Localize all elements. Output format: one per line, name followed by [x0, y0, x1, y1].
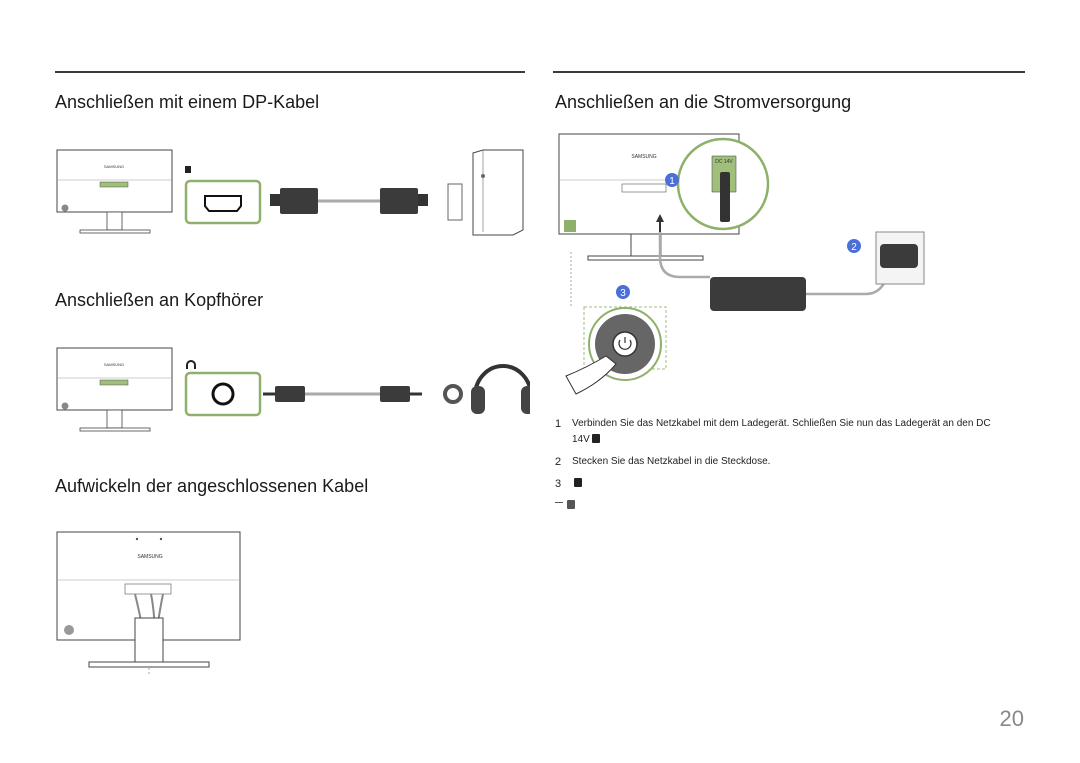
audio-cable-icon	[263, 384, 463, 404]
monitor-brand-text: SAMSUNG	[104, 362, 124, 367]
pc-tower-icon	[447, 149, 524, 236]
monitor-brand-text: SAMSUNG	[631, 154, 656, 160]
step-number: 2	[555, 456, 562, 468]
dp-cable-figure: SAMSUNG	[56, 149, 524, 236]
svg-text:2: 2	[851, 242, 857, 253]
callout-1	[665, 173, 679, 187]
power-heading: Anschließen an die Stromversorgung	[555, 92, 852, 112]
monitor-back-icon: SAMSUNG	[56, 149, 173, 234]
headphone-heading: Anschließen an Kopfhörer	[55, 290, 264, 310]
step-text: Stecken Sie das Netzkabel in die Steckdo…	[572, 456, 771, 467]
dp-cable-icon	[270, 188, 428, 214]
headphone-port-icon	[186, 360, 196, 369]
svg-text:1: 1	[669, 176, 675, 187]
left-top-rule	[55, 71, 525, 73]
step-text: Verbinden Sie das Netzkabel mit dem Lade…	[572, 418, 991, 429]
monitor-back-icon: SAMSUNG	[56, 347, 173, 432]
monitor-brand-text: SAMSUNG	[104, 164, 124, 169]
step-number: 1	[555, 418, 562, 430]
power-figure: SAMSUNG DC 14V 1 2 3	[558, 133, 925, 395]
dc-port-icon	[591, 434, 600, 443]
power-button-icon	[574, 478, 582, 487]
step-1: 1 Verbinden Sie das Netzkabel mit dem La…	[555, 416, 1025, 448]
power-adapter-icon	[710, 277, 806, 311]
callout-2	[847, 239, 861, 253]
note-row	[555, 498, 1025, 514]
note-dash	[555, 502, 563, 503]
dp-cable-heading: Anschließen mit einem DP-Kabel	[55, 92, 320, 112]
power-steps-list: 1 Verbinden Sie das Netzkabel mit dem La…	[555, 416, 1025, 514]
headphones-icon	[471, 364, 530, 414]
callout-3	[616, 285, 630, 299]
step-2: 2 Stecken Sie das Netzkabel in die Steck…	[555, 454, 1025, 470]
step-3: 3	[555, 476, 1025, 492]
headphone-figure: SAMSUNG	[56, 347, 530, 432]
dc-port-label: DC 14V	[715, 159, 733, 165]
cable-management-figure: SAMSUNG	[56, 531, 241, 676]
step-text-line2: 14V	[572, 434, 590, 445]
cable-management-heading: Aufwickeln der angeschlossenen Kabel	[55, 476, 369, 496]
dp-port-icon	[185, 166, 191, 173]
monitor-brand-text: SAMSUNG	[137, 554, 162, 560]
right-top-rule	[553, 71, 1025, 73]
svg-text:3: 3	[620, 288, 626, 299]
page-number: 20	[999, 706, 1024, 731]
hand-icon	[565, 355, 617, 395]
step-number: 3	[555, 478, 562, 490]
note-icon	[567, 500, 575, 509]
